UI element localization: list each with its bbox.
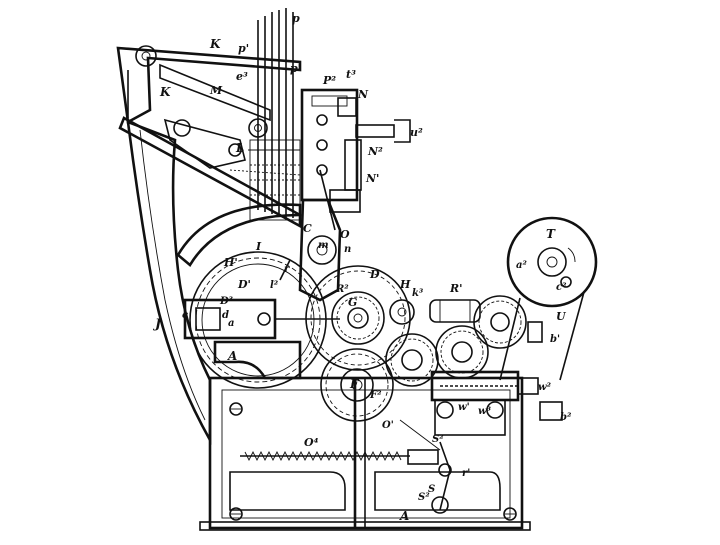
- small-wheel-h: [389, 299, 415, 325]
- label-d3: D³: [219, 296, 234, 307]
- left-bracket-d3: [183, 298, 340, 340]
- label-h: H: [399, 278, 411, 291]
- label-c: C: [303, 222, 312, 235]
- label-f: F: [349, 377, 360, 391]
- label-l: L: [235, 141, 244, 155]
- lower-right-mechanism: [430, 321, 563, 436]
- label-w1: w': [458, 402, 470, 413]
- label-g: G: [348, 296, 357, 309]
- label-r2: R²: [335, 284, 349, 295]
- label-f2: F²: [369, 390, 382, 401]
- label-i: I: [255, 240, 262, 253]
- bracket-a: [213, 340, 302, 380]
- label-r1: R': [449, 282, 463, 295]
- label-p1: p': [238, 42, 249, 55]
- side-frame-j: [126, 120, 212, 445]
- label-p2: P²: [322, 74, 336, 87]
- label-u: U: [556, 310, 567, 323]
- label-a2: a²: [516, 260, 527, 271]
- label-k-left: K: [159, 85, 171, 99]
- label-b1: b': [550, 334, 560, 345]
- label-u2: u²: [410, 126, 423, 139]
- gear-x: [435, 325, 489, 379]
- label-w2: w²: [538, 382, 552, 393]
- spool-t: [499, 216, 598, 381]
- label-d: D: [369, 268, 380, 281]
- label-t3: t³: [346, 68, 356, 81]
- label-a-left: A: [227, 349, 237, 363]
- label-k-top: K: [209, 37, 221, 51]
- label-h1: H': [223, 256, 238, 269]
- label-p1b: p': [290, 62, 301, 75]
- label-t: T: [546, 227, 556, 241]
- reference-labels: p p' p' K K M e³ P² t³ N u² N² N' L C m …: [152, 12, 572, 523]
- type-rods: [249, 8, 301, 221]
- central-column: [279, 169, 342, 302]
- label-o4: O⁴: [304, 436, 319, 449]
- label-p: p: [292, 12, 300, 25]
- label-b2: b²: [560, 412, 572, 423]
- label-w3: w³: [478, 406, 492, 417]
- label-r: r: [284, 264, 290, 275]
- label-n: n: [344, 244, 351, 255]
- label-r1-small: r': [462, 468, 470, 479]
- roller-r: [429, 299, 481, 323]
- gears: [305, 265, 527, 422]
- label-a: a: [228, 318, 234, 329]
- rear-wheel-d1: [176, 203, 327, 389]
- label-c-small: c: [182, 310, 188, 321]
- gear-f: [320, 348, 394, 422]
- label-s: S: [428, 484, 435, 495]
- label-s2-upper: S²: [432, 434, 444, 445]
- label-j: J: [152, 317, 162, 332]
- label-o1: O': [382, 420, 394, 431]
- label-n2: N²: [367, 145, 383, 158]
- label-n1: N': [365, 172, 379, 185]
- label-a-bottom: A: [399, 509, 409, 523]
- label-e3: e³: [236, 70, 248, 83]
- label-l2: l²: [270, 280, 279, 291]
- label-k3: k³: [412, 288, 424, 299]
- label-c2: c²: [556, 282, 567, 293]
- label-n-top: N: [357, 88, 369, 101]
- label-m: M: [209, 84, 223, 97]
- base-frame: [199, 376, 531, 531]
- label-o: O: [340, 228, 350, 241]
- label-d1: D': [237, 278, 251, 291]
- upper-mechanism: [300, 88, 411, 213]
- label-m-small: m: [318, 240, 329, 251]
- label-d: d: [222, 310, 229, 321]
- label-s2-lower: S²: [418, 492, 430, 503]
- gear-d: [305, 265, 411, 371]
- spring-rod: [240, 419, 452, 514]
